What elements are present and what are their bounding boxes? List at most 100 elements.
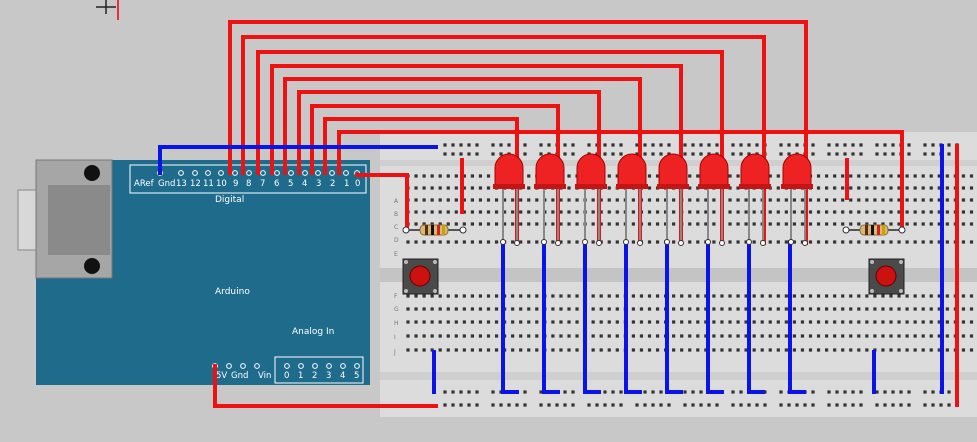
breadboard-hole[interactable] bbox=[467, 143, 471, 147]
breadboard-hole[interactable] bbox=[446, 348, 450, 352]
breadboard-hole[interactable] bbox=[833, 294, 837, 298]
breadboard-hole[interactable] bbox=[470, 294, 474, 298]
breadboard-hole[interactable] bbox=[519, 320, 523, 324]
breadboard-hole[interactable] bbox=[470, 198, 474, 202]
wire-5v-to-rail[interactable] bbox=[213, 364, 438, 408]
breadboard-hole[interactable] bbox=[795, 403, 799, 407]
breadboard-hole[interactable] bbox=[639, 348, 644, 352]
breadboard-hole[interactable] bbox=[659, 390, 663, 394]
breadboard-hole[interactable] bbox=[680, 334, 684, 338]
breadboard-hole[interactable] bbox=[704, 307, 708, 311]
breadboard-hole[interactable] bbox=[699, 390, 703, 394]
breadboard-hole[interactable] bbox=[683, 152, 687, 156]
breadboard-hole[interactable] bbox=[647, 186, 652, 190]
breadboard-hole[interactable] bbox=[849, 294, 853, 298]
wire-pin2-to-right-resistor[interactable] bbox=[337, 130, 904, 232]
breadboard-hole[interactable] bbox=[755, 403, 759, 407]
breadboard-hole[interactable] bbox=[446, 210, 450, 214]
breadboard-hole[interactable] bbox=[857, 186, 861, 190]
breadboard-hole[interactable] bbox=[655, 334, 660, 338]
digital-pin-hole[interactable] bbox=[302, 170, 308, 176]
breadboard-hole[interactable] bbox=[607, 210, 611, 214]
breadboard-hole[interactable] bbox=[599, 222, 603, 226]
breadboard-hole[interactable] bbox=[841, 240, 845, 244]
breadboard-hole[interactable] bbox=[619, 152, 623, 156]
breadboard-hole[interactable] bbox=[551, 210, 555, 214]
breadboard-hole[interactable] bbox=[535, 320, 539, 324]
breadboard-hole[interactable] bbox=[811, 390, 815, 394]
breadboard-hole[interactable] bbox=[808, 307, 813, 311]
breadboard-hole[interactable] bbox=[454, 240, 458, 244]
breadboard-hole[interactable] bbox=[739, 403, 743, 407]
breadboard-hole[interactable] bbox=[873, 210, 877, 214]
breadboard-hole[interactable] bbox=[792, 348, 796, 352]
breadboard-hole[interactable] bbox=[865, 186, 869, 190]
breadboard-hole[interactable] bbox=[969, 186, 974, 190]
breadboard-hole[interactable] bbox=[736, 240, 740, 244]
breadboard-hole[interactable] bbox=[969, 240, 974, 244]
breadboard-hole[interactable] bbox=[921, 240, 925, 244]
breadboard-hole[interactable] bbox=[651, 390, 655, 394]
breadboard-hole[interactable] bbox=[835, 390, 839, 394]
breadboard-hole[interactable] bbox=[728, 240, 732, 244]
breadboard-hole[interactable] bbox=[643, 390, 647, 394]
breadboard-hole[interactable] bbox=[728, 320, 732, 324]
breadboard-hole[interactable] bbox=[511, 348, 515, 352]
breadboard-hole[interactable] bbox=[535, 307, 539, 311]
breadboard-hole[interactable] bbox=[567, 320, 571, 324]
breadboard-hole[interactable] bbox=[779, 152, 783, 156]
breadboard-hole[interactable] bbox=[961, 174, 966, 178]
breadboard-hole[interactable] bbox=[599, 320, 603, 324]
breadboard-hole[interactable] bbox=[688, 294, 692, 298]
breadboard-hole[interactable] bbox=[494, 240, 499, 244]
breadboard-hole[interactable] bbox=[571, 143, 575, 147]
breadboard-hole[interactable] bbox=[599, 198, 603, 202]
breadboard-hole[interactable] bbox=[655, 174, 660, 178]
breadboard-hole[interactable] bbox=[736, 348, 740, 352]
breadboard-hole[interactable] bbox=[406, 348, 410, 352]
breadboard-hole[interactable] bbox=[907, 403, 911, 407]
wire-led-cathode-to-ground[interactable] bbox=[706, 240, 724, 394]
breadboard-hole[interactable] bbox=[744, 198, 748, 202]
breadboard-hole[interactable] bbox=[747, 143, 751, 147]
breadboard-hole[interactable] bbox=[849, 348, 853, 352]
breadboard-hole[interactable] bbox=[414, 320, 418, 324]
breadboard-hole[interactable] bbox=[486, 210, 491, 214]
breadboard-hole[interactable] bbox=[575, 334, 579, 338]
breadboard-hole[interactable] bbox=[795, 143, 799, 147]
breadboard-hole[interactable] bbox=[567, 198, 571, 202]
breadboard-hole[interactable] bbox=[575, 222, 579, 226]
led[interactable] bbox=[657, 153, 689, 246]
breadboard-hole[interactable] bbox=[800, 294, 805, 298]
breadboard-hole[interactable] bbox=[470, 240, 474, 244]
breadboard-hole[interactable] bbox=[567, 210, 571, 214]
breadboard-hole[interactable] bbox=[491, 152, 495, 156]
breadboard-hole[interactable] bbox=[611, 152, 615, 156]
breadboard-hole[interactable] bbox=[414, 186, 418, 190]
breadboard-hole[interactable] bbox=[470, 334, 474, 338]
wire-pin0-to-left-resistor[interactable] bbox=[355, 173, 409, 232]
digital-pin-hole[interactable] bbox=[232, 170, 238, 176]
breadboard-hole[interactable] bbox=[454, 222, 458, 226]
breadboard-hole[interactable] bbox=[768, 222, 772, 226]
breadboard-hole[interactable] bbox=[688, 320, 692, 324]
breadboard-hole[interactable] bbox=[792, 240, 796, 244]
breadboard-hole[interactable] bbox=[591, 198, 595, 202]
breadboard-hole[interactable] bbox=[865, 240, 869, 244]
breadboard-hole[interactable] bbox=[454, 186, 458, 190]
wire-gnd-to-rail[interactable] bbox=[158, 145, 438, 175]
breadboard-hole[interactable] bbox=[462, 210, 466, 214]
wire-led-cathode-to-ground[interactable] bbox=[665, 240, 683, 394]
breadboard-hole[interactable] bbox=[667, 403, 671, 407]
breadboard-hole[interactable] bbox=[607, 222, 611, 226]
led[interactable] bbox=[739, 153, 771, 246]
breadboard-hole[interactable] bbox=[459, 390, 463, 394]
breadboard-hole[interactable] bbox=[859, 152, 863, 156]
breadboard-hole[interactable] bbox=[647, 198, 652, 202]
breadboard-hole[interactable] bbox=[527, 186, 531, 190]
breadboard-hole[interactable] bbox=[792, 334, 796, 338]
breadboard-hole[interactable] bbox=[478, 186, 483, 190]
breadboard-hole[interactable] bbox=[768, 174, 772, 178]
breadboard-hole[interactable] bbox=[607, 240, 611, 244]
led[interactable] bbox=[493, 153, 525, 246]
